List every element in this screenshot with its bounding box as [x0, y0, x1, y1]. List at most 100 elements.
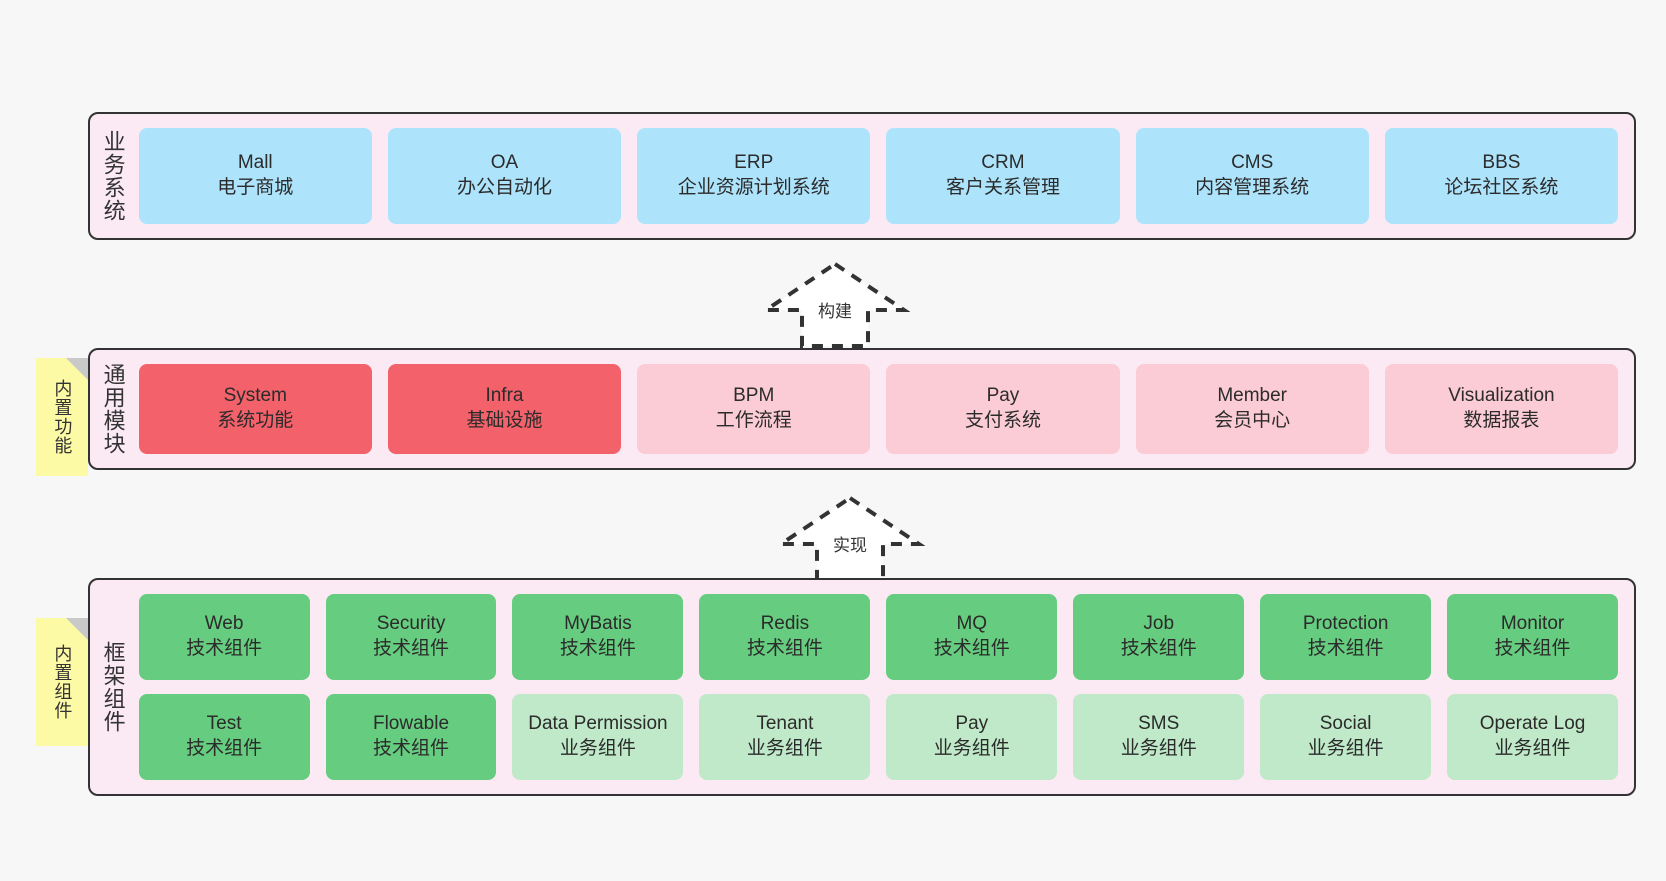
framework-tech-components-row: Web 技术组件 Security 技术组件 MyBatis 技术组件 Redi… — [138, 594, 1618, 680]
card-web[interactable]: Web 技术组件 — [138, 594, 310, 680]
hollow-up-arrow-icon — [760, 261, 910, 348]
card-title-en: Data Permission — [528, 713, 668, 735]
card-title-cn: 技术组件 — [1120, 638, 1197, 659]
card-title-cn: 业务组件 — [559, 738, 636, 759]
page-fold-corner-icon — [66, 618, 88, 640]
card-protection[interactable]: Protection 技术组件 — [1260, 594, 1432, 680]
card-pay-business[interactable]: Pay 业务组件 — [886, 694, 1058, 780]
card-title-cn: 论坛社区系统 — [1444, 177, 1559, 198]
card-erp[interactable]: ERP 企业资源计划系统 — [637, 128, 871, 224]
card-cms[interactable]: CMS 内容管理系统 — [1135, 128, 1369, 224]
card-mall[interactable]: Mall 电子商城 — [138, 128, 372, 224]
card-title-en: Protection — [1302, 613, 1389, 635]
card-title-cn: 内容管理系统 — [1195, 177, 1310, 198]
card-mq[interactable]: MQ 技术组件 — [886, 594, 1058, 680]
card-operate-log[interactable]: Operate Log 业务组件 — [1447, 694, 1618, 780]
card-sms[interactable]: SMS 业务组件 — [1073, 694, 1245, 780]
card-title-en: Redis — [760, 613, 810, 635]
card-system[interactable]: System 系统功能 — [138, 364, 372, 454]
card-title-cn: 技术组件 — [373, 638, 450, 659]
card-title-en: Test — [206, 713, 242, 735]
layer-title-business-systems: 业务系统 — [100, 130, 126, 222]
card-pay[interactable]: Pay 支付系统 — [886, 364, 1120, 454]
business-systems-card-list: Mall 电子商城 OA 办公自动化 ERP 企业资源计划系统 CRM 客户关系… — [133, 114, 1634, 238]
card-title-en: ERP — [734, 152, 774, 174]
card-social[interactable]: Social 业务组件 — [1260, 694, 1432, 780]
card-title-en: OA — [490, 152, 519, 174]
layer-framework-components: 框架组件 Web 技术组件 Security 技术组件 MyBatis 技术组件… — [88, 578, 1636, 796]
sticky-note-builtin-components: 内置组件 — [36, 618, 88, 746]
card-title-cn: 业务组件 — [1307, 738, 1384, 759]
card-title-cn: 业务组件 — [1120, 738, 1197, 759]
card-title-cn: 系统功能 — [217, 410, 294, 431]
card-security[interactable]: Security 技术组件 — [325, 594, 497, 680]
implement-arrow: 实现 — [775, 492, 925, 584]
card-monitor[interactable]: Monitor 技术组件 — [1447, 594, 1618, 680]
card-title-cn: 技术组件 — [186, 638, 263, 659]
card-test[interactable]: Test 技术组件 — [138, 694, 310, 780]
common-modules-card-list: System 系统功能 Infra 基础设施 BPM 工作流程 Pay 支付系统… — [133, 350, 1634, 468]
card-oa[interactable]: OA 办公自动化 — [387, 128, 622, 224]
card-title-cn: 技术组件 — [933, 638, 1010, 659]
card-title-cn: 数据报表 — [1463, 410, 1540, 431]
card-crm[interactable]: CRM 客户关系管理 — [886, 128, 1120, 224]
card-title-cn: 技术组件 — [559, 638, 636, 659]
card-title-cn: 办公自动化 — [456, 177, 552, 198]
card-title-cn: 支付系统 — [964, 410, 1041, 431]
layer-business-systems: 业务系统 Mall 电子商城 OA 办公自动化 ERP 企业资源计划系统 CRM… — [88, 112, 1636, 240]
layer-common-modules: 通用模块 System 系统功能 Infra 基础设施 BPM 工作流程 Pay… — [88, 348, 1636, 470]
card-member[interactable]: Member 会员中心 — [1135, 364, 1369, 454]
card-bpm[interactable]: BPM 工作流程 — [637, 364, 871, 454]
card-title-cn: 电子商城 — [217, 177, 294, 198]
card-redis[interactable]: Redis 技术组件 — [699, 594, 871, 680]
implement-arrow-label: 实现 — [833, 536, 867, 555]
card-title-en: SMS — [1138, 713, 1180, 735]
card-title-en: BBS — [1482, 152, 1521, 174]
framework-components-card-grid: Web 技术组件 Security 技术组件 MyBatis 技术组件 Redi… — [133, 580, 1634, 794]
card-flowable[interactable]: Flowable 技术组件 — [325, 694, 497, 780]
build-arrow: 构建 — [760, 258, 910, 350]
card-title-en: Tenant — [756, 713, 814, 735]
card-title-en: Operate Log — [1479, 713, 1586, 735]
card-title-cn: 技术组件 — [746, 638, 823, 659]
card-title-cn: 会员中心 — [1214, 410, 1291, 431]
card-infra[interactable]: Infra 基础设施 — [387, 364, 622, 454]
card-bbs[interactable]: BBS 论坛社区系统 — [1384, 128, 1619, 224]
card-title-cn: 基础设施 — [466, 410, 543, 431]
card-title-en: MyBatis — [564, 613, 632, 635]
card-title-en: Flowable — [372, 713, 450, 735]
card-title-en: Web — [204, 613, 244, 635]
framework-business-components-row: Test 技术组件 Flowable 技术组件 Data Permission … — [138, 694, 1618, 780]
card-title-en: BPM — [733, 385, 775, 407]
card-mybatis[interactable]: MyBatis 技术组件 — [512, 594, 684, 680]
card-job[interactable]: Job 技术组件 — [1073, 594, 1245, 680]
build-arrow-label: 构建 — [818, 302, 852, 321]
card-title-en: Pay — [986, 385, 1020, 407]
card-title-en: Security — [376, 613, 446, 635]
layer-title-common-modules: 通用模块 — [100, 363, 126, 455]
hollow-up-arrow-icon — [775, 495, 925, 582]
card-title-cn: 业务组件 — [1494, 738, 1571, 759]
card-title-cn: 技术组件 — [1307, 638, 1384, 659]
card-title-en: Monitor — [1500, 613, 1565, 635]
sticky-note-builtin-features: 内置功能 — [36, 358, 88, 476]
sticky-note-label: 内置功能 — [52, 379, 73, 455]
card-title-cn: 技术组件 — [1494, 638, 1571, 659]
card-title-en: CMS — [1231, 152, 1274, 174]
card-title-cn: 工作流程 — [715, 410, 792, 431]
card-title-en: Job — [1143, 613, 1175, 635]
card-data-permission[interactable]: Data Permission 业务组件 — [512, 694, 684, 780]
card-title-en: Infra — [485, 385, 524, 407]
card-title-en: CRM — [981, 152, 1025, 174]
card-tenant[interactable]: Tenant 业务组件 — [699, 694, 871, 780]
card-title-en: Pay — [955, 713, 989, 735]
layer-title-framework-components: 框架组件 — [100, 641, 126, 733]
card-title-cn: 业务组件 — [746, 738, 823, 759]
card-title-en: Mall — [237, 152, 273, 174]
card-title-cn: 客户关系管理 — [945, 177, 1060, 198]
card-title-cn: 技术组件 — [186, 738, 263, 759]
card-title-en: Social — [1319, 713, 1372, 735]
card-title-en: Visualization — [1448, 385, 1555, 407]
card-visualization[interactable]: Visualization 数据报表 — [1384, 364, 1619, 454]
card-title-en: Member — [1217, 385, 1288, 407]
